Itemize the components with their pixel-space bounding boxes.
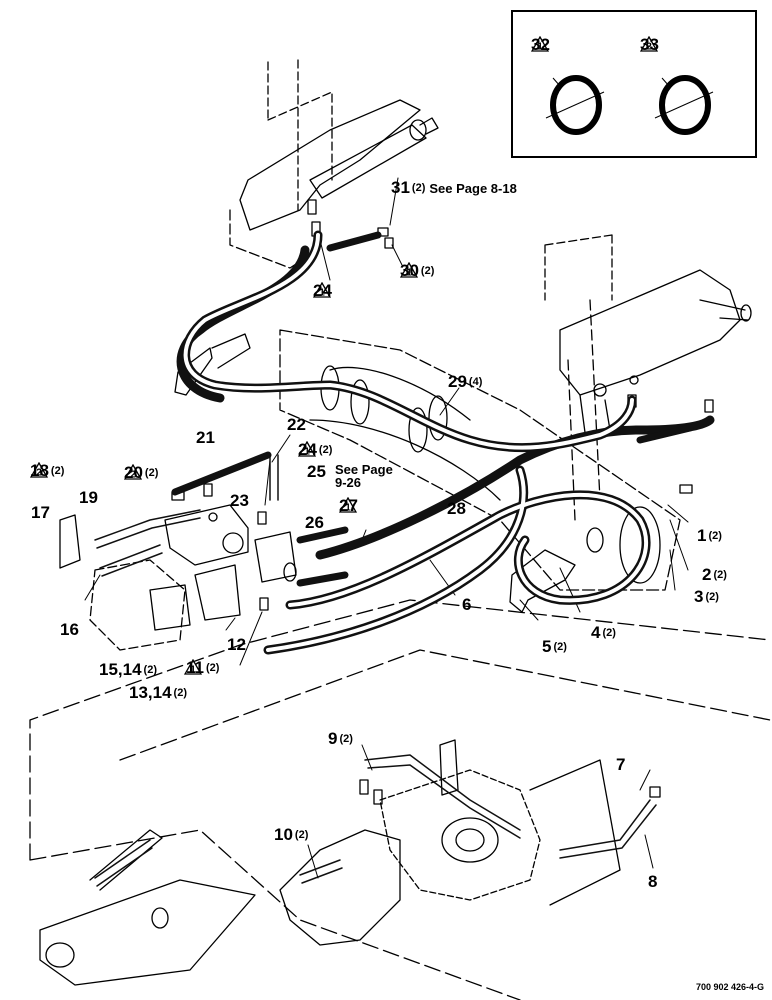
hose-clamps (320, 365, 448, 453)
note-mark: 1 (537, 42, 543, 53)
lower-hitch (39, 829, 401, 986)
callout-3: 3(2) (694, 587, 719, 606)
callout-17: 17 (31, 503, 50, 522)
callout-10: 10(2) (274, 825, 309, 844)
callout-22: 22 (287, 415, 306, 434)
callout-7: 7 (616, 755, 626, 774)
inset-box (511, 10, 757, 158)
svg-text:1: 1 (345, 503, 351, 514)
callout-31: 31(2)See Page 8-18 (391, 178, 517, 197)
right-cylinder (559, 269, 752, 441)
frame-column-right (544, 234, 613, 301)
callout-6: 6 (462, 595, 472, 614)
callout-30: 30(2)1 (400, 261, 435, 280)
callout-8: 8 (648, 872, 658, 891)
callout-29: 29(4) (448, 372, 483, 391)
drawing-number: 700 902 426-4-G (695, 982, 764, 992)
callout-16: 16 (60, 620, 79, 639)
callout-15-14: 15,14(2) (99, 660, 157, 679)
svg-text:1: 1 (304, 447, 310, 458)
callout-18: 18(2)2 (30, 461, 65, 480)
callout-19: 19 (79, 488, 98, 507)
callout-number: 32 (531, 35, 550, 54)
svg-text:1: 1 (406, 268, 412, 279)
callout-25: 25 (307, 462, 326, 481)
o-ring-32 (550, 75, 602, 135)
callout-4: 4(2) (591, 623, 616, 642)
callout-2: 2(2) (702, 565, 727, 584)
callout-9: 9(2) (328, 729, 353, 748)
callout-21: 21 (196, 428, 215, 447)
hose-bracket-right (509, 549, 576, 613)
upper-cylinder (309, 117, 439, 199)
svg-text:1: 1 (319, 288, 325, 299)
o-ring-33 (659, 75, 711, 135)
callout-13-14: 13,14(2) (129, 683, 187, 702)
frame-mast-left (267, 59, 333, 211)
svg-text:2: 2 (36, 468, 42, 479)
callout-24-middle: 24(2)1 (298, 440, 333, 459)
callout-26: 26 (305, 513, 324, 532)
valve-assembly (59, 504, 297, 583)
callout-23: 23 (230, 491, 249, 510)
callout-20: 20(2)2 (124, 463, 159, 482)
callout-number: 33 (640, 35, 659, 54)
mounting-plate (89, 559, 241, 651)
callout-1: 1(2) (697, 526, 722, 545)
floor-outline (29, 599, 771, 1000)
callout-28: 28 (447, 499, 466, 518)
inset-rings (545, 75, 714, 135)
hoses (94, 230, 715, 887)
lower-gearbox (379, 739, 621, 906)
note-mark: 2 (646, 42, 652, 53)
callout-5: 5(2) (542, 637, 567, 656)
svg-text:2: 2 (130, 470, 136, 481)
callout-12: 12 (227, 635, 246, 654)
frame-upper-body (239, 99, 421, 231)
svg-text:1: 1 (190, 665, 196, 676)
